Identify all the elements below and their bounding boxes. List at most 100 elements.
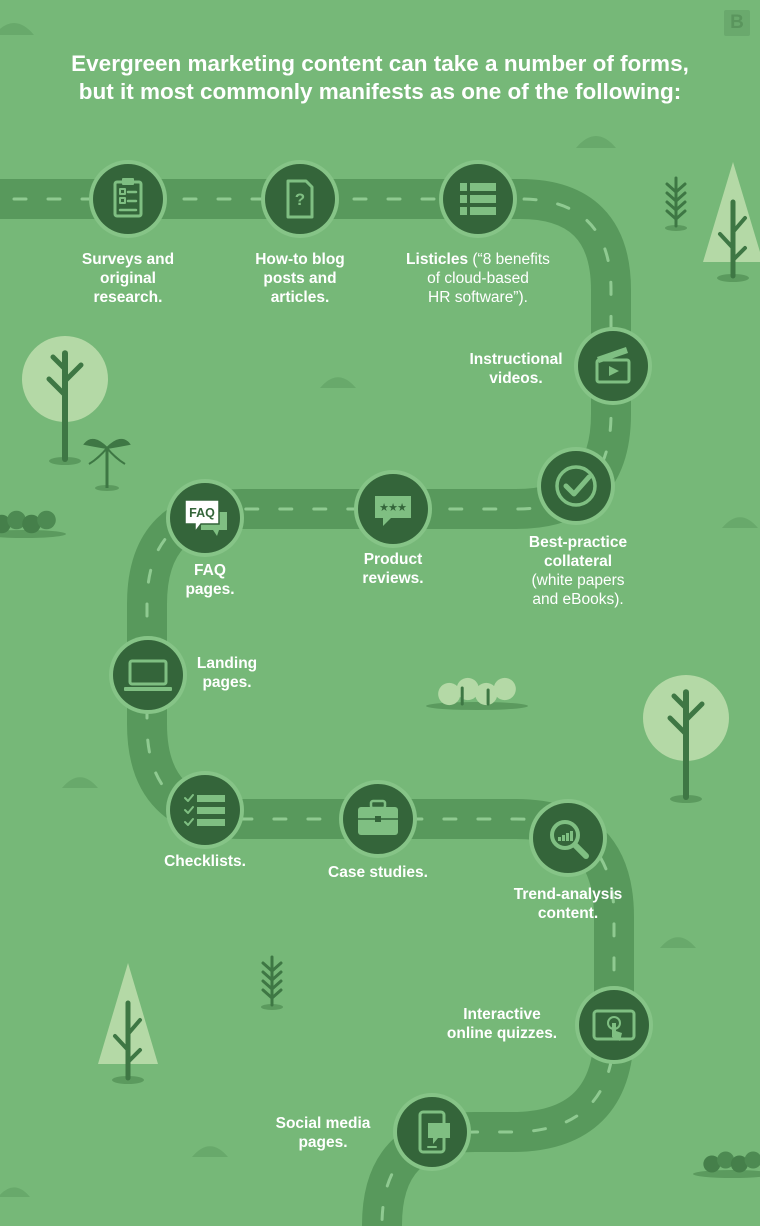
phone-chat-icon: [418, 1110, 450, 1154]
hill-mound: [576, 136, 616, 148]
tap-finger: [612, 1023, 622, 1041]
label-line: pages.: [276, 1133, 371, 1152]
question-mark-glyph: ?: [295, 190, 305, 209]
node-trend: [529, 799, 607, 877]
briefcase-lock: [375, 816, 381, 822]
bush-lobe: [438, 682, 461, 706]
label-checklists: Checklists.: [164, 852, 246, 871]
list-bullet: [460, 207, 467, 215]
label-bold-text: posts and: [263, 270, 337, 287]
label-bold-text: FAQ: [194, 562, 226, 579]
node-circle: [113, 640, 183, 710]
chart-bar: [562, 835, 565, 841]
content-nodes: ? ★★★ FAQ: [89, 160, 653, 1171]
node-circle: [578, 331, 648, 401]
label-regular-text: HR software”).: [428, 289, 528, 306]
label-line: Instructional: [469, 350, 562, 369]
check-circle: [555, 465, 597, 507]
label-line: research.: [82, 288, 174, 307]
bush-lobe: [493, 677, 516, 701]
label-regular-text: (“8 benefits: [468, 251, 550, 268]
node-howto: ?: [261, 160, 339, 238]
hill-mound: [0, 23, 34, 35]
brand-logo: B: [724, 10, 750, 36]
hill-mound: [62, 777, 98, 788]
logo-letter: B: [730, 12, 744, 33]
clapperboard-icon: [595, 347, 631, 384]
label-casestudies: Case studies.: [328, 863, 428, 882]
label-bold-text: collateral: [543, 553, 613, 570]
fern-leaves: [261, 961, 283, 1000]
tree-branches: [46, 354, 84, 398]
label-regular-text: and eBooks).: [532, 591, 624, 608]
label-line: Trend-analysis: [514, 885, 623, 904]
star-glyph: ★: [388, 501, 398, 514]
label-bold-text: Surveys and: [81, 251, 175, 268]
label-bold-text: Product: [363, 551, 423, 568]
fern-shadow: [665, 225, 687, 231]
tree-branches: [667, 693, 705, 737]
faq-bubble-icon: FAQ: [184, 499, 227, 536]
label-line: pages.: [197, 673, 257, 692]
checklist-tick: [184, 794, 194, 802]
label-line: (white papers: [529, 571, 627, 590]
label-bold-text: Listicles: [406, 251, 469, 268]
tablet-tap-icon: [592, 1009, 636, 1041]
label-line: Interactive: [447, 1005, 557, 1024]
bush-lobe: [7, 510, 26, 530]
bush-shadow: [693, 1170, 760, 1178]
label-bold-text: articles.: [270, 289, 330, 306]
node-checklists: [166, 771, 244, 849]
checklist-bar: [197, 795, 225, 802]
label-bold-text: Instructional: [469, 351, 563, 368]
node-landing: [109, 636, 187, 714]
checklist-bar: [197, 819, 225, 826]
magnifier-lens: [550, 820, 580, 850]
list-bar: [470, 207, 496, 215]
title-line-1: Evergreen marketing content can take a n…: [71, 51, 689, 76]
label-line: Best-practice: [529, 533, 627, 552]
label-bold-text: How-to blog: [255, 251, 345, 268]
node-reviews: ★★★: [354, 470, 432, 548]
bush-lobe: [703, 1155, 721, 1173]
bush-lobe: [475, 682, 498, 706]
title-line-2: but it most commonly manifests as one of…: [78, 79, 682, 104]
label-line: posts and: [255, 269, 345, 288]
magnifier-handle: [572, 842, 589, 859]
chat-bubble: [428, 1123, 450, 1144]
node-surveys: [89, 160, 167, 238]
node-casestudies: [339, 780, 417, 858]
plant-leaves: [83, 438, 131, 465]
bush-stems: [460, 686, 490, 706]
label-bold-text: research.: [93, 289, 163, 306]
label-bold-text: Social media: [275, 1115, 371, 1132]
list-bar: [470, 195, 496, 203]
review-stars-icon: ★★★: [375, 496, 411, 526]
node-faq: FAQ: [166, 479, 244, 557]
magnifier-chart-icon: [550, 820, 589, 859]
label-bold-text: Best-practice: [528, 534, 628, 551]
checklist-icon: [184, 794, 225, 826]
clipboard-icon: [113, 178, 143, 218]
clipboard-box: [119, 188, 126, 195]
question-document-icon: ?: [286, 179, 314, 219]
document-outline: [286, 179, 314, 219]
fern-leaves: [665, 182, 687, 221]
label-line: of cloud-based: [406, 269, 550, 288]
node-collateral: [537, 447, 615, 525]
faq-badge-text: FAQ: [189, 506, 215, 520]
label-line: Listicles (“8 benefits: [406, 250, 550, 269]
label-line: Surveys and: [82, 250, 174, 269]
label-line: online quizzes.: [447, 1024, 557, 1043]
chart-bar: [570, 831, 573, 841]
decorations: [0, 23, 760, 1197]
list-bar: [470, 183, 496, 191]
hill-mound: [660, 937, 696, 948]
